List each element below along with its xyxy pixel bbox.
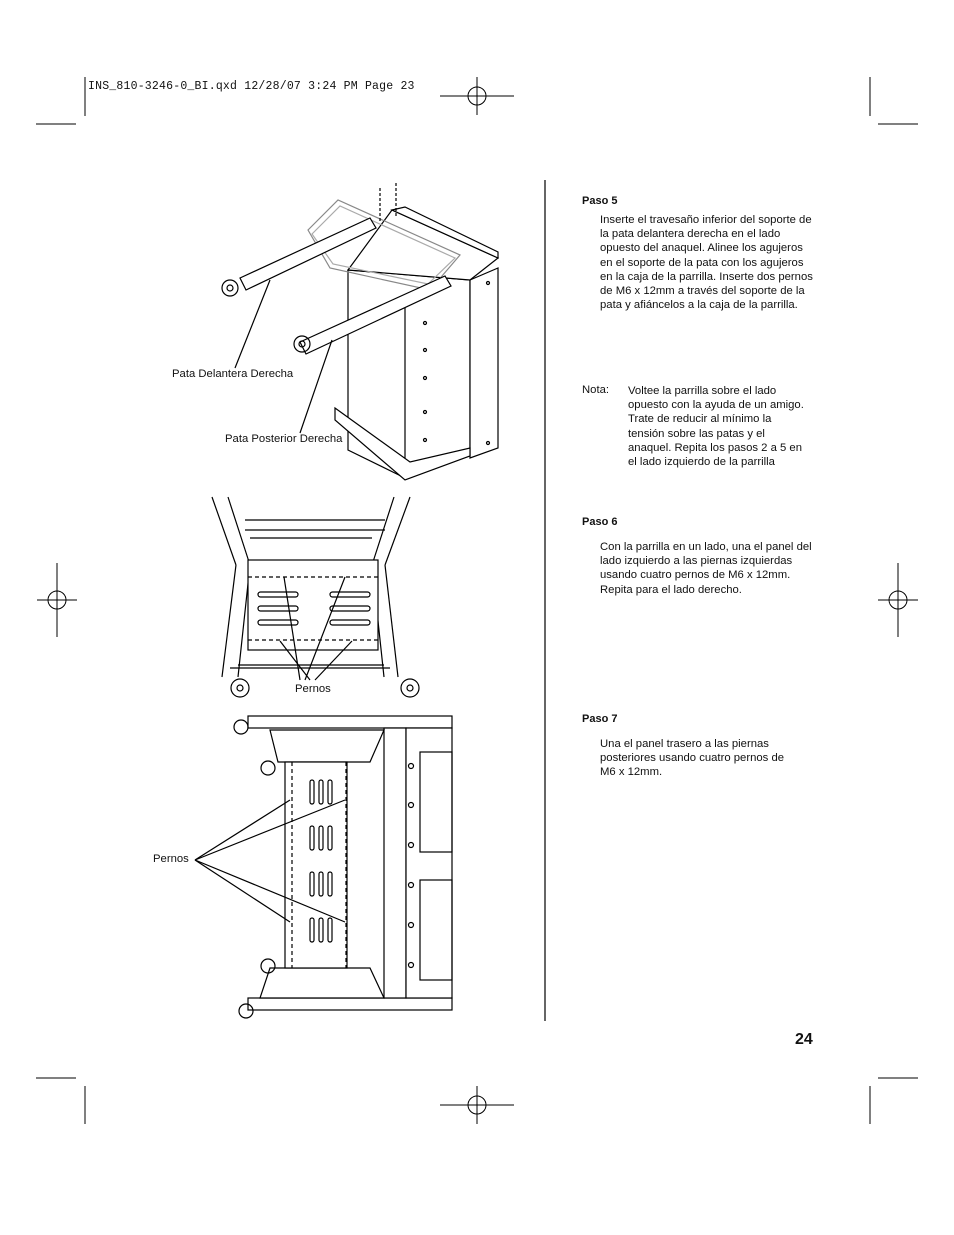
label-bolts-fig3: Pernos [153,853,189,865]
label-bolts-fig2: Pernos [295,683,331,695]
registration-target-left [37,563,77,637]
label-rear-leg: Pata Posterior Derecha [225,433,343,445]
note-label: Nota: [582,384,610,396]
slug-line: INS_810-3246-0_BI.qxd 12/28/07 3:24 PM P… [88,80,415,93]
step-6-title: Paso 6 [582,516,618,528]
page-number: 24 [795,1031,813,1048]
step-5-text: Inserte el travesaño inferior del soport… [600,214,813,312]
registration-target-right [878,563,918,637]
label-front-leg: Pata Delantera Derecha [172,368,294,380]
step-7-text: Una el panel trasero a las piernas poste… [600,738,785,779]
registration-target-bottom [440,1086,514,1124]
step-5-title: Paso 5 [582,195,618,207]
note-text: Voltee la parrilla sobre el lado opuesto… [628,385,804,469]
step-7-title: Paso 7 [582,713,618,725]
registration-target-top [440,77,514,115]
step-6-text: Con la parrilla en un lado, una el panel… [600,541,812,596]
